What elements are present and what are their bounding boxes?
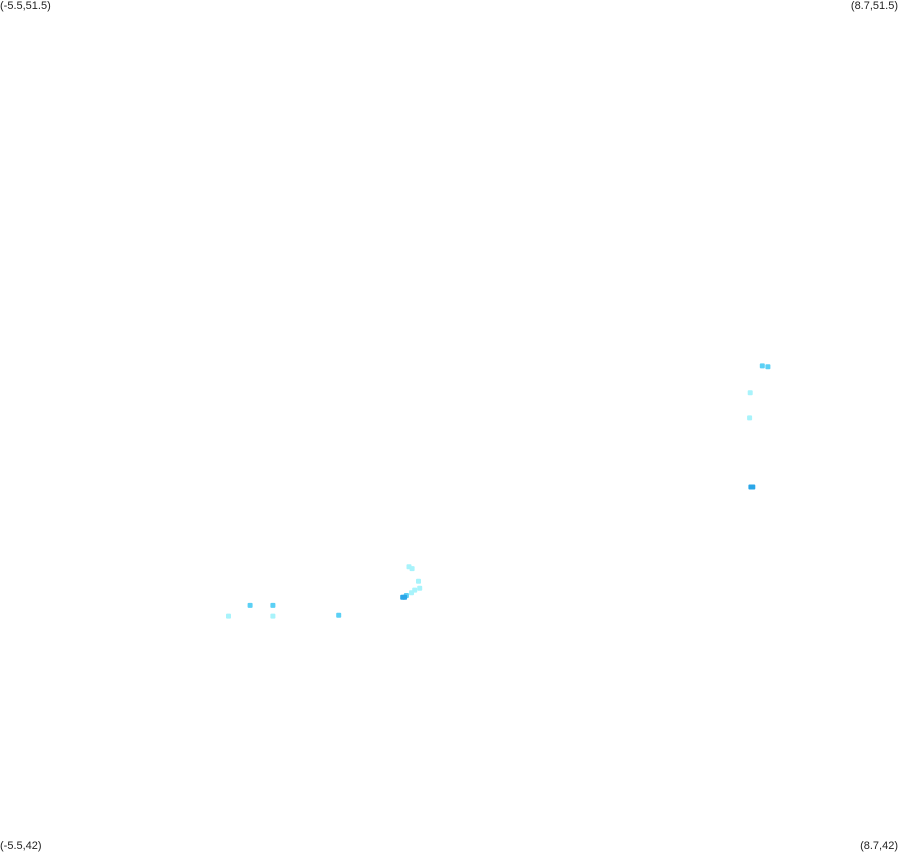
map-point-15	[247, 602, 253, 608]
map-point-14	[402, 594, 408, 600]
map-point-19	[226, 613, 231, 619]
map-point-17	[336, 612, 342, 618]
corner-label-top-left: (-5.5,51.5)	[0, 0, 51, 12]
map-point-3	[747, 415, 753, 421]
map-point-9	[417, 585, 423, 591]
corner-label-bottom-left: (-5.5,42)	[0, 840, 42, 852]
map-point-7	[409, 566, 415, 572]
corner-label-bottom-right: (8.7,42)	[860, 840, 898, 852]
map-point-16	[270, 602, 276, 608]
map-point-5	[750, 484, 756, 490]
map-point-8	[416, 578, 421, 584]
corner-label-top-right: (8.7,51.5)	[850, 0, 898, 12]
map-point-11	[409, 590, 414, 596]
map-point-18	[270, 613, 276, 619]
map-point-2	[747, 390, 753, 396]
map-point-0	[759, 363, 765, 369]
map-point-1	[765, 364, 771, 370]
